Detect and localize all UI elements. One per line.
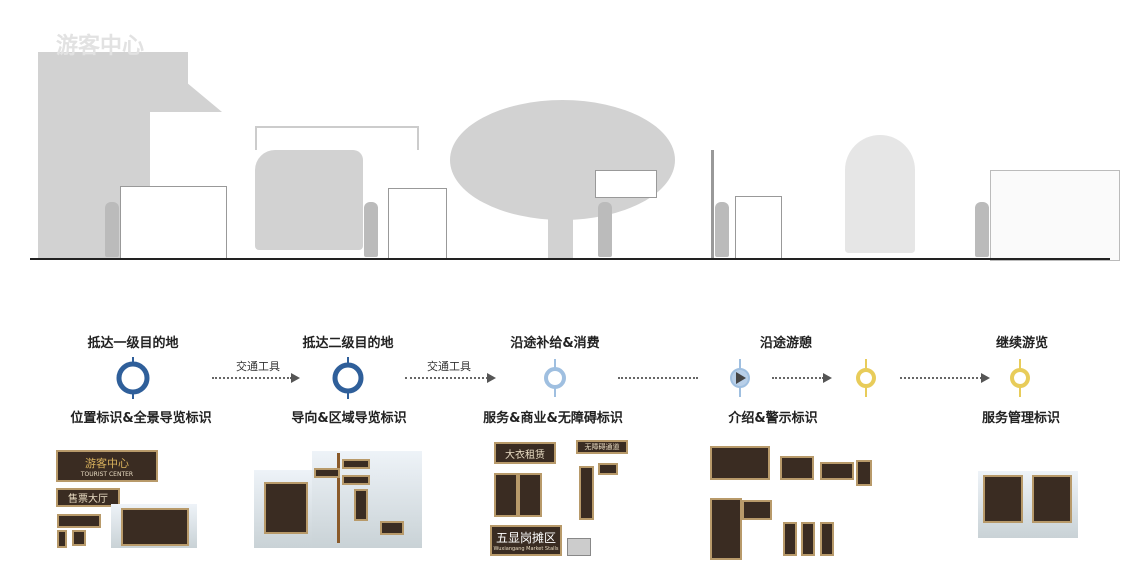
panorama-sign-render [111,504,197,548]
stage-node [730,359,750,397]
small-post-sign [856,460,872,486]
stage-node [544,359,566,397]
direction-sign [595,170,657,198]
stall-panel [567,538,591,556]
bus [255,150,363,250]
dotted-arrow [900,373,990,383]
tree-trunk [548,200,573,259]
stage-node [1010,359,1030,397]
tourist-figure [105,202,119,257]
caution-post [801,522,815,556]
stage-title: 沿途补给&消费 [510,336,600,351]
warning-sign [710,498,742,560]
price-board [518,473,542,517]
bus-shelter [255,126,419,150]
sign-text-en: Wuxiangang Market Stalls [493,546,559,552]
intro-sign-2 [780,456,814,480]
intro-sign [710,446,770,480]
tourist-figure [975,202,989,257]
accessible-small-sign [598,463,618,475]
transition-label: 交通工具 [236,360,280,373]
dotted-line [618,377,698,379]
service-board-render [978,471,1078,538]
tourist-figure [364,202,378,257]
play-icon [736,372,746,384]
dotted-arrow [212,373,300,383]
tourist-figure [598,202,612,257]
ground-line [30,258,1110,260]
stage-title: 继续游览 [995,336,1049,351]
stage-sign-type: 服务管理标识 [981,411,1061,426]
caution-post [820,522,834,556]
building-label: 游客中心 [56,34,145,59]
caution-post [783,522,797,556]
tourist-figure [715,202,729,257]
sign-text: 五显岗摊区 [495,531,556,545]
lamp-post [711,150,714,258]
sign-text: 游客中心 [85,456,129,470]
stage-node [856,359,876,397]
stage-title: 抵达一级目的地 [87,336,179,351]
intro-board [735,196,782,260]
accessible-post-sign [579,466,594,520]
stage-sign-type: 服务&商业&无障碍标识 [483,411,623,426]
restroom-sign [57,514,101,528]
service-kiosk [990,170,1120,261]
transition-label: 交通工具 [427,360,471,373]
market-sign: 五显岗摊区 Wuxiangang Market Stalls [490,525,562,556]
panorama-board [120,186,227,260]
area-map-board [388,188,447,260]
direction-post-render [312,451,422,548]
building-roof [150,52,222,112]
stage-title: 沿途游憩 [759,336,813,351]
coat-rental-sign: 大衣租赁 [494,442,556,464]
stupa [845,135,915,253]
info-board [494,473,518,517]
stage-title: 抵达二级目的地 [302,336,394,351]
stage-sign-type: 位置标识&全景导览标识 [70,411,212,426]
intro-sign-3 [820,462,854,480]
small-sign [57,530,67,548]
sign-text-en: TOURIST CENTER [80,470,134,478]
stage-node [332,357,364,399]
stage-node [116,357,150,399]
timeline-nodes [116,357,1030,399]
icon-sign [72,530,86,546]
stage-sign-type: 介绍&警示标识 [728,411,818,426]
dotted-arrow [405,373,496,383]
stage-sign-type: 导向&区域导览标识 [291,411,407,426]
ticket-hall-sign: 售票大厅 [56,488,120,507]
accessible-passage-sign: 无障碍通道 [576,440,628,454]
warning-sign-2 [742,500,772,520]
tourist-center-sign: 游客中心 TOURIST CENTER [56,450,158,482]
dotted-arrow [772,373,832,383]
